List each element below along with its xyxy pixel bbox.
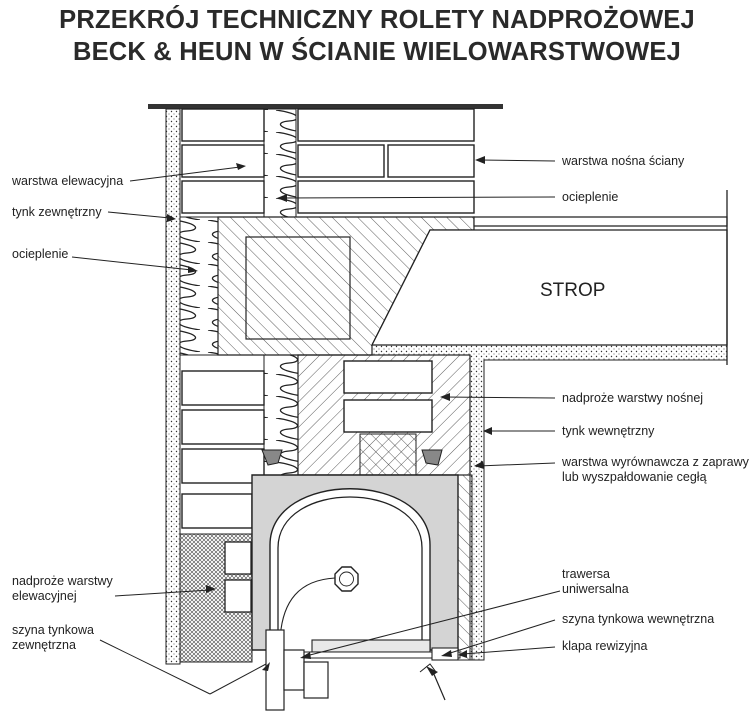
label-szyna-zewnetrzna-1: szyna tynkowa	[12, 623, 94, 637]
diagram-title-line-1: PRZEKRÓJ TECHNICZNY ROLETY NADPROŻOWEJ	[59, 6, 695, 34]
shutter-box-housing	[251, 474, 459, 651]
label-warstwa-elewacyjna: warstwa elewacyjna	[11, 174, 123, 188]
external-plaster	[165, 108, 181, 665]
label-szyna-wewnetrzna: szyna tynkowa wewnętrzna	[562, 612, 714, 626]
label-klapa: klapa rewizyjna	[562, 639, 648, 653]
label-nadproze-elewacyjnej-1: nadproże warstwy	[12, 574, 113, 588]
label-warstwa-wyrownawcza-1: warstwa wyrównawcza z zaprawy	[561, 455, 750, 469]
label-strop: STROP	[540, 280, 605, 301]
label-ocieplenie-left: ocieplenie	[12, 247, 68, 261]
label-trawersa-1: trawersa	[562, 567, 610, 581]
label-tynk-wewnetrzny: tynk wewnętrzny	[562, 424, 655, 438]
top-edge	[148, 104, 503, 109]
label-ocieplenie-right: ocieplenie	[562, 190, 618, 204]
label-nadproze-nosnej: nadproże warstwy nośnej	[562, 391, 703, 405]
shutter-curtain	[279, 577, 336, 641]
roller-shaft	[334, 566, 359, 592]
label-tynk-zewnetrzny: tynk zewnętrzny	[12, 205, 102, 219]
label-warstwa-nosna: warstwa nośna ściany	[561, 154, 685, 168]
label-warstwa-wyrownawcza-2: lub wyszpałdowanie cegłą	[562, 470, 707, 484]
label-szyna-zewnetrzna-2: zewnętrzna	[12, 638, 76, 652]
insulation-left	[179, 216, 219, 356]
ring-beam-rebar-outline	[245, 236, 351, 340]
insulation-upper	[263, 108, 297, 218]
levelling-layer	[457, 474, 473, 661]
left-bracket	[261, 449, 283, 466]
facade-bricks-upper	[181, 108, 265, 214]
right-bracket	[421, 449, 443, 466]
label-nadproze-elewacyjnej-2: elewacyjnej	[12, 589, 77, 603]
label-trawersa-2: uniwersalna	[562, 582, 629, 596]
diagram-title-line-2: BECK & HEUN W ŚCIANIE WIELOWARSTWOWEJ	[72, 38, 682, 66]
